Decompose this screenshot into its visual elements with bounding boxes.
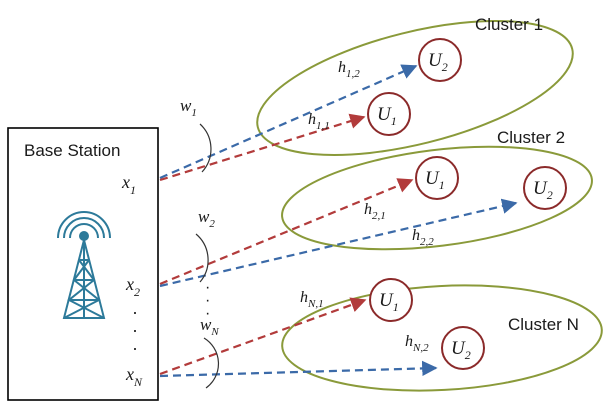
weight-arc-1 [199, 123, 212, 173]
antenna-dot-3: · [132, 338, 138, 358]
cluster-n-ellipse [281, 284, 603, 392]
antenna-label-1: x1 [121, 172, 136, 197]
weight-label-n: wN [200, 315, 219, 338]
svg-text:U1: U1 [379, 290, 399, 314]
antenna-label-n: xN [125, 364, 143, 389]
cluster-1-user-1: U1 [367, 92, 411, 136]
svg-text:U1: U1 [425, 168, 445, 192]
cluster-n-label: Cluster N [508, 315, 579, 334]
channel-label-2-2: h2,2 [412, 227, 434, 248]
link-c2-u2 [159, 198, 518, 288]
channel-label-2-1: h2,1 [364, 201, 386, 222]
cluster-1-ellipse [256, 20, 574, 156]
svg-text:U1: U1 [377, 104, 397, 128]
cell-tower-icon [57, 211, 111, 319]
weight-arc-n [203, 337, 220, 389]
channel-label-1-1: h1,1 [308, 111, 330, 132]
cluster-n-user-2: U2 [441, 326, 485, 370]
svg-text:U2: U2 [428, 50, 448, 74]
weight-dot-1: · [205, 279, 210, 296]
weight-dot-3: · [205, 305, 210, 322]
cluster-2-ellipse [281, 145, 593, 251]
cluster-1-user-2: U2 [418, 38, 462, 82]
weight-label-1: w1 [180, 96, 197, 119]
cluster-n-user-1: U1 [369, 278, 413, 322]
cluster-2-label: Cluster 2 [497, 128, 565, 147]
link-cn-u1 [159, 297, 367, 376]
antenna-dot-1: · [132, 302, 138, 322]
weight-label-2: w2 [198, 207, 215, 230]
cluster-1-label: Cluster 1 [475, 15, 543, 34]
channel-label-1-2: h1,2 [338, 59, 360, 80]
cluster-2-user-1: U1 [415, 156, 459, 200]
channel-label-n-1: hN,1 [300, 289, 324, 310]
link-c1-u2 [159, 64, 418, 180]
link-c1-u1 [159, 113, 366, 182]
cluster-2-user-2: U2 [523, 166, 567, 210]
link-c2-u1 [159, 178, 414, 286]
antenna-dot-2: · [132, 320, 138, 340]
base-station-title: Base Station [24, 141, 120, 160]
channel-label-n-2: hN,2 [405, 333, 429, 354]
link-cn-u2 [159, 360, 438, 378]
weight-dot-2: · [205, 292, 210, 309]
svg-text:U2: U2 [533, 178, 553, 202]
svg-text:U2: U2 [451, 338, 471, 362]
weight-arc-2 [195, 233, 209, 283]
antenna-label-2: x2 [125, 274, 140, 299]
